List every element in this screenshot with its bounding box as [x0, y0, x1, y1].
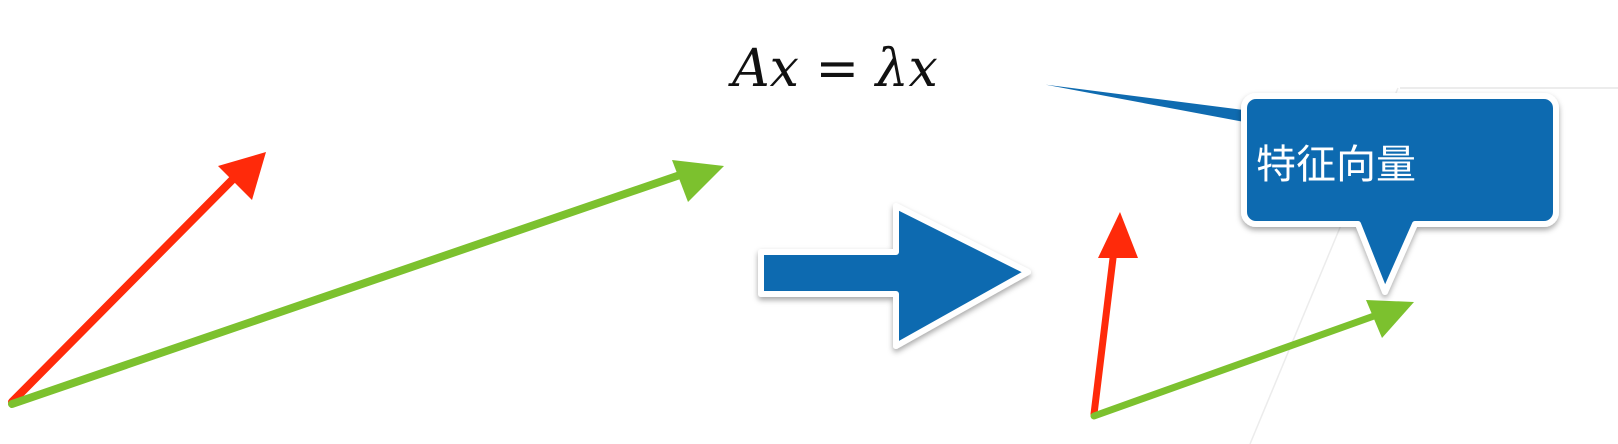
transformed-red-vector: [1090, 212, 1138, 418]
equation: Ax = λx: [728, 39, 938, 99]
original-vectors: [8, 152, 724, 408]
transformed-vectors: [1090, 212, 1414, 420]
callout-label: 特征向量: [1256, 142, 1416, 188]
eigenvector-callout: 特征向量: [1241, 93, 1559, 295]
transformed-green-vector: [1090, 300, 1414, 420]
original-red-vector: [8, 152, 266, 406]
original-green-vector: [8, 160, 724, 408]
callout-pointer-line: [976, 72, 1246, 126]
right-arrow-icon: [758, 203, 1031, 349]
